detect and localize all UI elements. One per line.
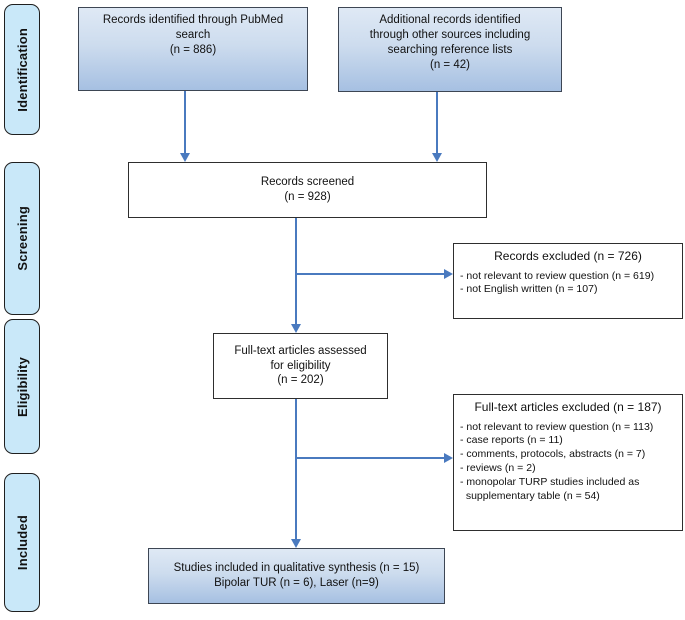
box-additional-records: Additional records identified through ot…	[338, 7, 562, 92]
arrow-head-down-icon	[432, 153, 442, 162]
arrow-head-down-icon	[180, 153, 190, 162]
records-excluded-reasons: - not relevant to review question (n = 6…	[460, 269, 655, 296]
stage-label-eligibility-text: Eligibility	[14, 356, 30, 417]
arrow-head-right-icon	[444, 269, 453, 279]
stage-label-included: Included	[4, 473, 40, 612]
arrow-head-down-icon	[291, 324, 301, 333]
arrow-line	[296, 457, 444, 459]
fulltext-excluded-title: Full-text articles excluded (n = 187)	[474, 400, 662, 414]
arrow-line	[436, 92, 438, 153]
stage-label-identification-text: Identification	[14, 27, 30, 112]
records-excluded-title: Records excluded (n = 726)	[494, 249, 642, 263]
arrow-line	[184, 91, 186, 153]
arrow-line	[295, 399, 297, 539]
box-studies-included: Studies included in qualitative synthesi…	[148, 548, 445, 604]
box-records-excluded: Records excluded (n = 726) - not relevan…	[453, 243, 683, 319]
fulltext-excluded-reasons: - not relevant to review question (n = 1…	[460, 420, 654, 502]
box-fulltext-excluded: Full-text articles excluded (n = 187) - …	[453, 394, 683, 531]
arrow-head-down-icon	[291, 539, 301, 548]
stage-label-identification: Identification	[4, 4, 40, 135]
arrow-head-right-icon	[444, 453, 453, 463]
box-records-screened: Records screened (n = 928)	[128, 162, 487, 218]
arrow-line	[296, 273, 444, 275]
stage-label-screening: Screening	[4, 162, 40, 315]
box-fulltext-assessed: Full-text articles assessed for eligibil…	[213, 333, 388, 399]
stage-label-included-text: Included	[14, 514, 30, 571]
stage-label-eligibility: Eligibility	[4, 319, 40, 454]
arrow-line	[295, 218, 297, 324]
stage-label-screening-text: Screening	[14, 206, 30, 271]
box-records-identified-pubmed: Records identified through PubMed search…	[78, 7, 308, 91]
